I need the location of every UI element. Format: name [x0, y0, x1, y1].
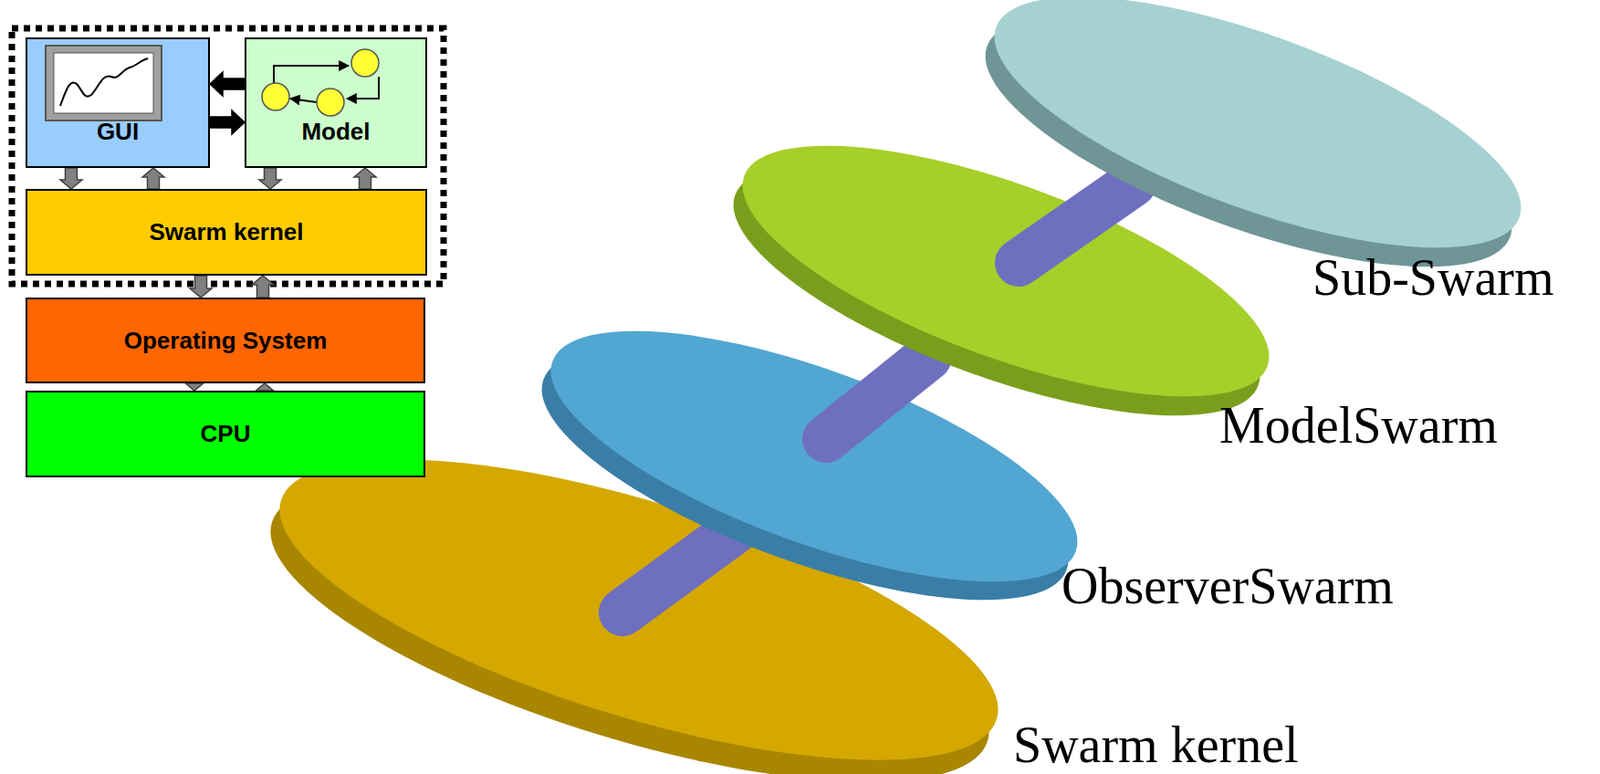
agent-network-icon — [261, 49, 379, 116]
box-label: CPU — [200, 419, 251, 449]
layer-box: CPU — [25, 390, 426, 478]
box-label: Swarm kernel — [148, 218, 304, 247]
box-label: Operating System — [124, 326, 328, 356]
block-arrow — [259, 167, 282, 189]
dotted-boundary — [11, 28, 444, 284]
layer-box: GUI — [25, 37, 210, 168]
layer-box: Model — [244, 37, 428, 168]
layer-label: Swarm kernel — [1013, 719, 1299, 771]
rod — [622, 530, 735, 613]
block-arrow — [251, 275, 274, 298]
layer-label: Sub-Swarm — [1312, 251, 1554, 304]
monitor-icon — [45, 45, 162, 121]
box-label: GUI — [96, 117, 139, 147]
block-arrow — [354, 167, 377, 189]
rod — [826, 356, 929, 440]
box-label: Model — [301, 117, 370, 147]
layer-box: Swarm kernel — [25, 188, 428, 276]
rod — [1018, 183, 1133, 263]
block-arrow — [209, 110, 245, 135]
layer-label: ObserverSwarm — [1061, 560, 1394, 612]
layer-box: Operating System — [25, 297, 426, 384]
block-arrow — [209, 72, 245, 96]
layer-label: ModelSwarm — [1219, 399, 1498, 451]
block-arrow — [142, 167, 165, 189]
block-arrow — [60, 167, 83, 189]
block-arrow — [189, 275, 212, 298]
